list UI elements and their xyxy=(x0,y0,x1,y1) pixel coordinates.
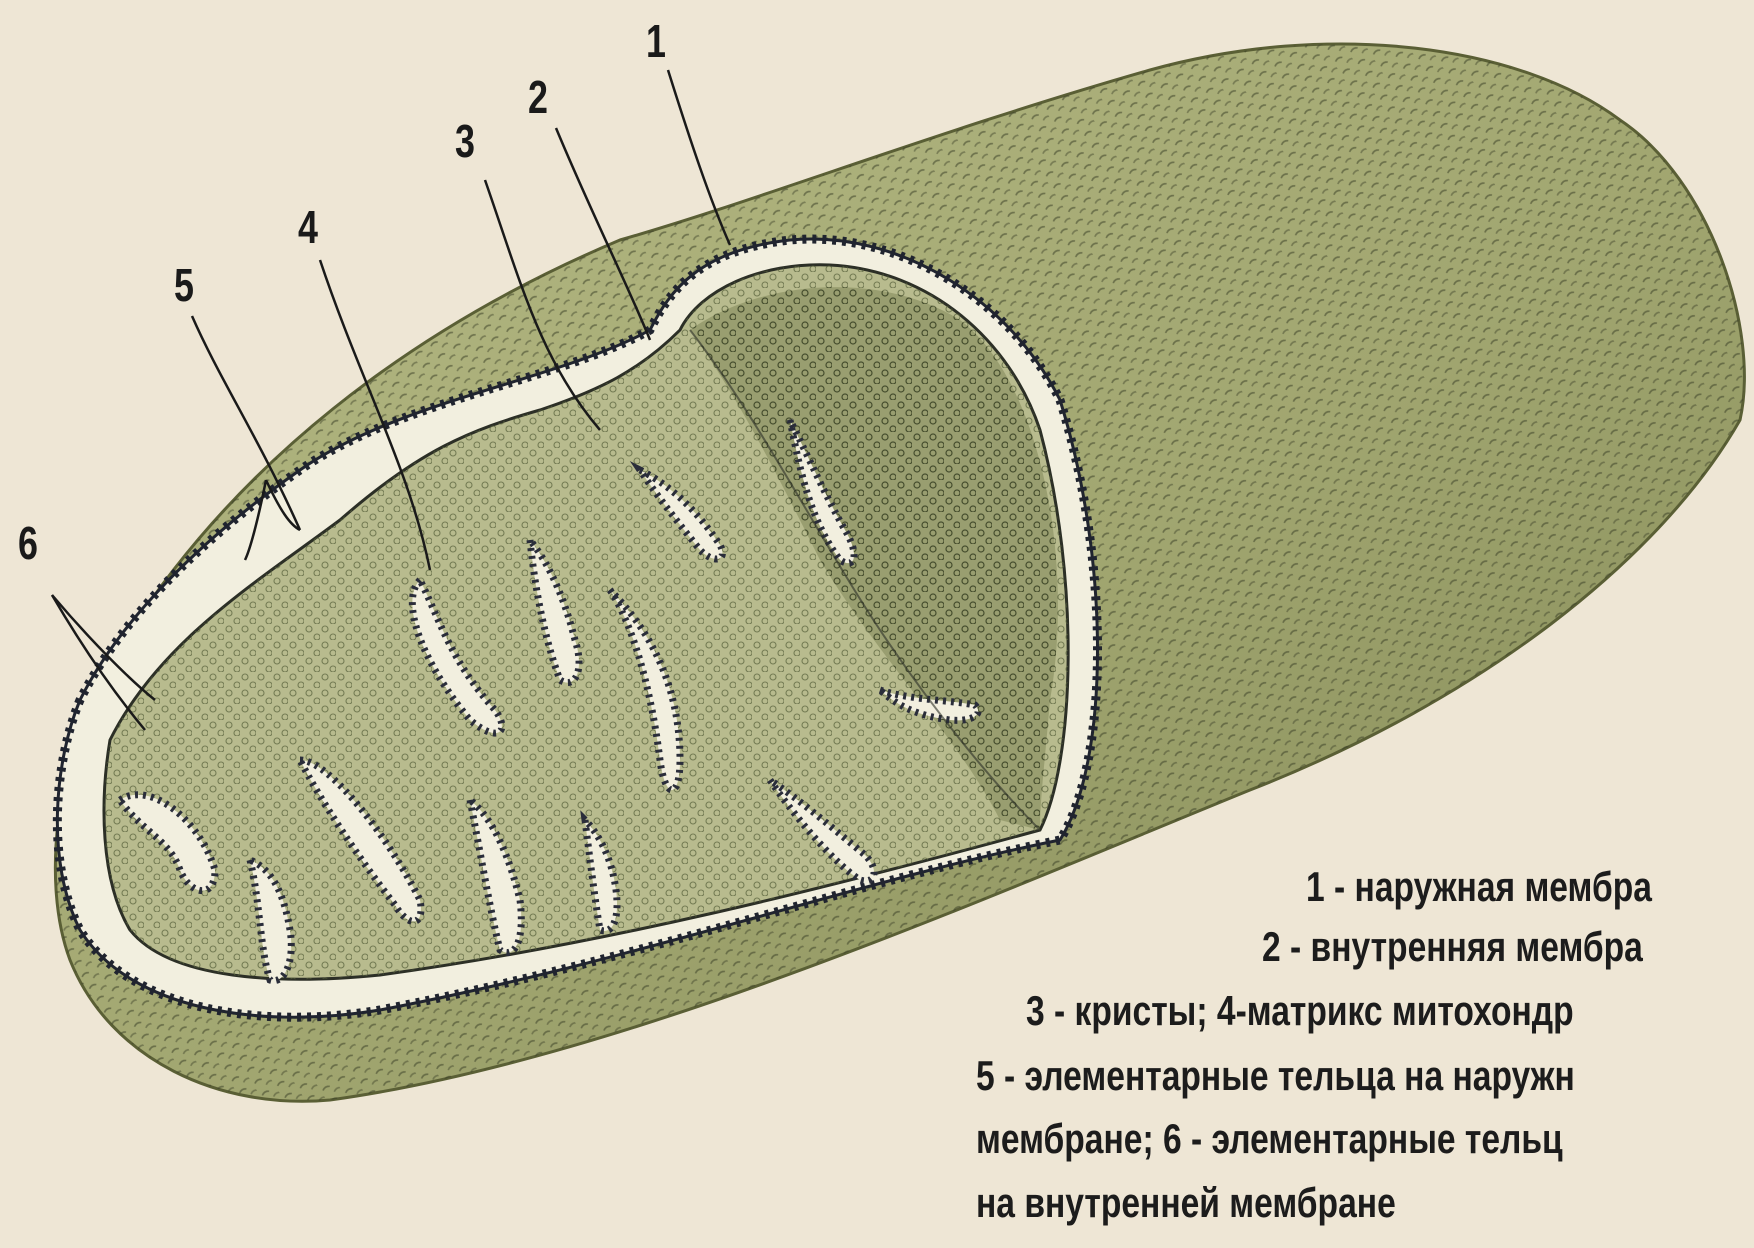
legend-line-2: 2 - внутренняя мембра xyxy=(1262,926,1643,968)
legend-line-3: 3 - кристы; 4-матрикс митохондр xyxy=(1026,990,1574,1032)
legend-line-1: 1 - наружная мембра xyxy=(1306,866,1652,908)
legend-line-5: мембране; 6 - элементарные тельц xyxy=(976,1118,1563,1160)
marker-3: 3 xyxy=(455,118,475,164)
legend-line-4: 5 - элементарные тельца на наружн xyxy=(976,1055,1575,1097)
marker-1: 1 xyxy=(646,18,666,64)
marker-6: 6 xyxy=(18,520,38,566)
marker-4: 4 xyxy=(298,204,318,250)
marker-2: 2 xyxy=(528,74,548,120)
legend-line-6: на внутренней мембране xyxy=(976,1182,1396,1224)
marker-5: 5 xyxy=(174,262,194,308)
